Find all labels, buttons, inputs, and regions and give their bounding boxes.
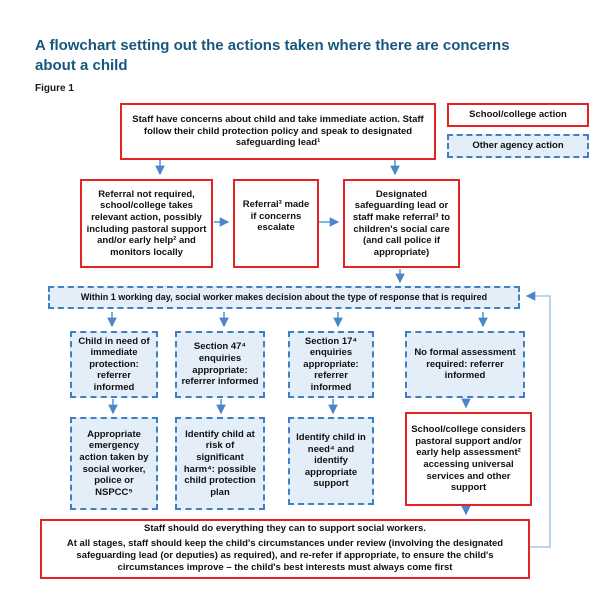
node-support-note-line1: Staff should do everything they can to s…	[144, 523, 426, 535]
node-immediate-protection: Child in need of immediate protection: r…	[70, 331, 158, 398]
node-dsl-referral: Designated safeguarding lead or staff ma…	[343, 179, 460, 268]
page-title: A flowchart setting out the actions take…	[35, 37, 510, 75]
node-section-47-text: Section 47⁴ enquiries appropriate: refer…	[181, 341, 259, 388]
node-no-formal-assessment: No formal assessment required: referrer …	[405, 331, 525, 398]
node-emergency-action: Appropriate emergency action taken by so…	[70, 417, 158, 510]
node-support-note-line2: At all stages, staff should keep the chi…	[66, 537, 504, 574]
node-staff-concerns: Staff have concerns about child and take…	[120, 103, 436, 160]
node-section-47: Section 47⁴ enquiries appropriate: refer…	[175, 331, 265, 398]
node-decision-bar-text: Within 1 working day, social worker make…	[80, 292, 488, 303]
node-emergency-action-text: Appropriate emergency action taken by so…	[79, 428, 149, 498]
legend-school-college-label: School/college action	[469, 109, 567, 121]
legend-school-college-action: School/college action	[447, 103, 589, 127]
node-no-formal-assessment-text: No formal assessment required: referrer …	[414, 347, 516, 382]
node-section-17-text: Section 17⁴ enquiries appropriate: refer…	[303, 335, 359, 393]
node-section-17: Section 17⁴ enquiries appropriate: refer…	[288, 331, 374, 398]
node-staff-concerns-text: Staff have concerns about child and take…	[132, 114, 424, 149]
figure-label: Figure 1	[35, 83, 74, 94]
node-immediate-protection-text: Child in need of immediate protection: r…	[78, 335, 150, 393]
node-referral-made-text: Referral³ made if concerns escalate	[242, 199, 310, 234]
legend-other-agency-action: Other agency action	[447, 134, 589, 158]
arrow-feedback-loop	[525, 291, 551, 548]
node-referral-made: Referral³ made if concerns escalate	[233, 179, 319, 268]
node-referral-not-required: Referral not required, school/college ta…	[80, 179, 213, 268]
node-pastoral-support-text: School/college considers pastoral suppor…	[411, 424, 526, 494]
node-pastoral-support: School/college considers pastoral suppor…	[405, 412, 532, 506]
node-support-note: Staff should do everything they can to s…	[40, 519, 530, 579]
node-child-in-need: Identify child in need⁴ and identify app…	[288, 417, 374, 505]
node-referral-not-required-text: Referral not required, school/college ta…	[86, 188, 207, 258]
node-significant-harm: Identify child at risk of significant ha…	[175, 417, 265, 510]
node-decision-bar: Within 1 working day, social worker make…	[48, 286, 520, 309]
node-child-in-need-text: Identify child in need⁴ and identify app…	[296, 432, 366, 490]
node-dsl-referral-text: Designated safeguarding lead or staff ma…	[352, 188, 451, 258]
node-significant-harm-text: Identify child at risk of significant ha…	[183, 428, 257, 498]
legend-other-agency-label: Other agency action	[472, 140, 564, 152]
